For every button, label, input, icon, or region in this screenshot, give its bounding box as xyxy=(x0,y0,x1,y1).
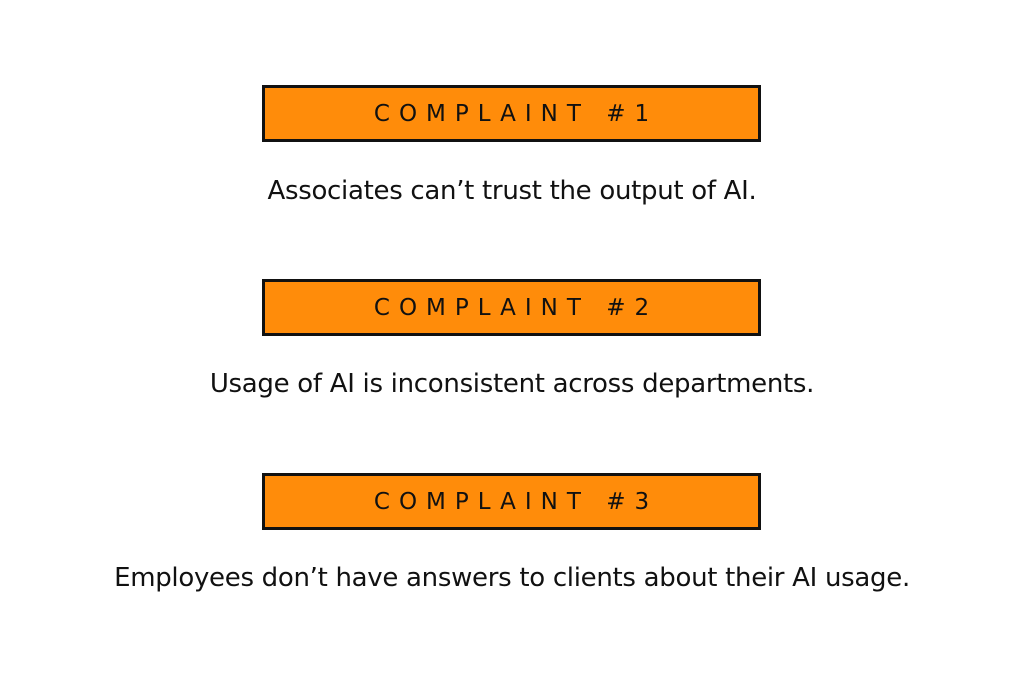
complaint-1-description: Associates can’t trust the output of AI. xyxy=(267,176,757,206)
complaint-3-badge: COMPLAINT #3 xyxy=(262,473,761,530)
complaint-1-label: COMPLAINT #1 xyxy=(373,100,659,127)
complaint-3-label: COMPLAINT #3 xyxy=(373,488,659,515)
complaint-1-badge: COMPLAINT #1 xyxy=(262,85,761,142)
complaint-2-label: COMPLAINT #2 xyxy=(373,294,659,321)
complaint-2-description: Usage of AI is inconsistent across depar… xyxy=(209,369,815,399)
complaint-3-description: Employees don’t have answers to clients … xyxy=(114,563,910,593)
complaint-2-badge: COMPLAINT #2 xyxy=(262,279,761,336)
